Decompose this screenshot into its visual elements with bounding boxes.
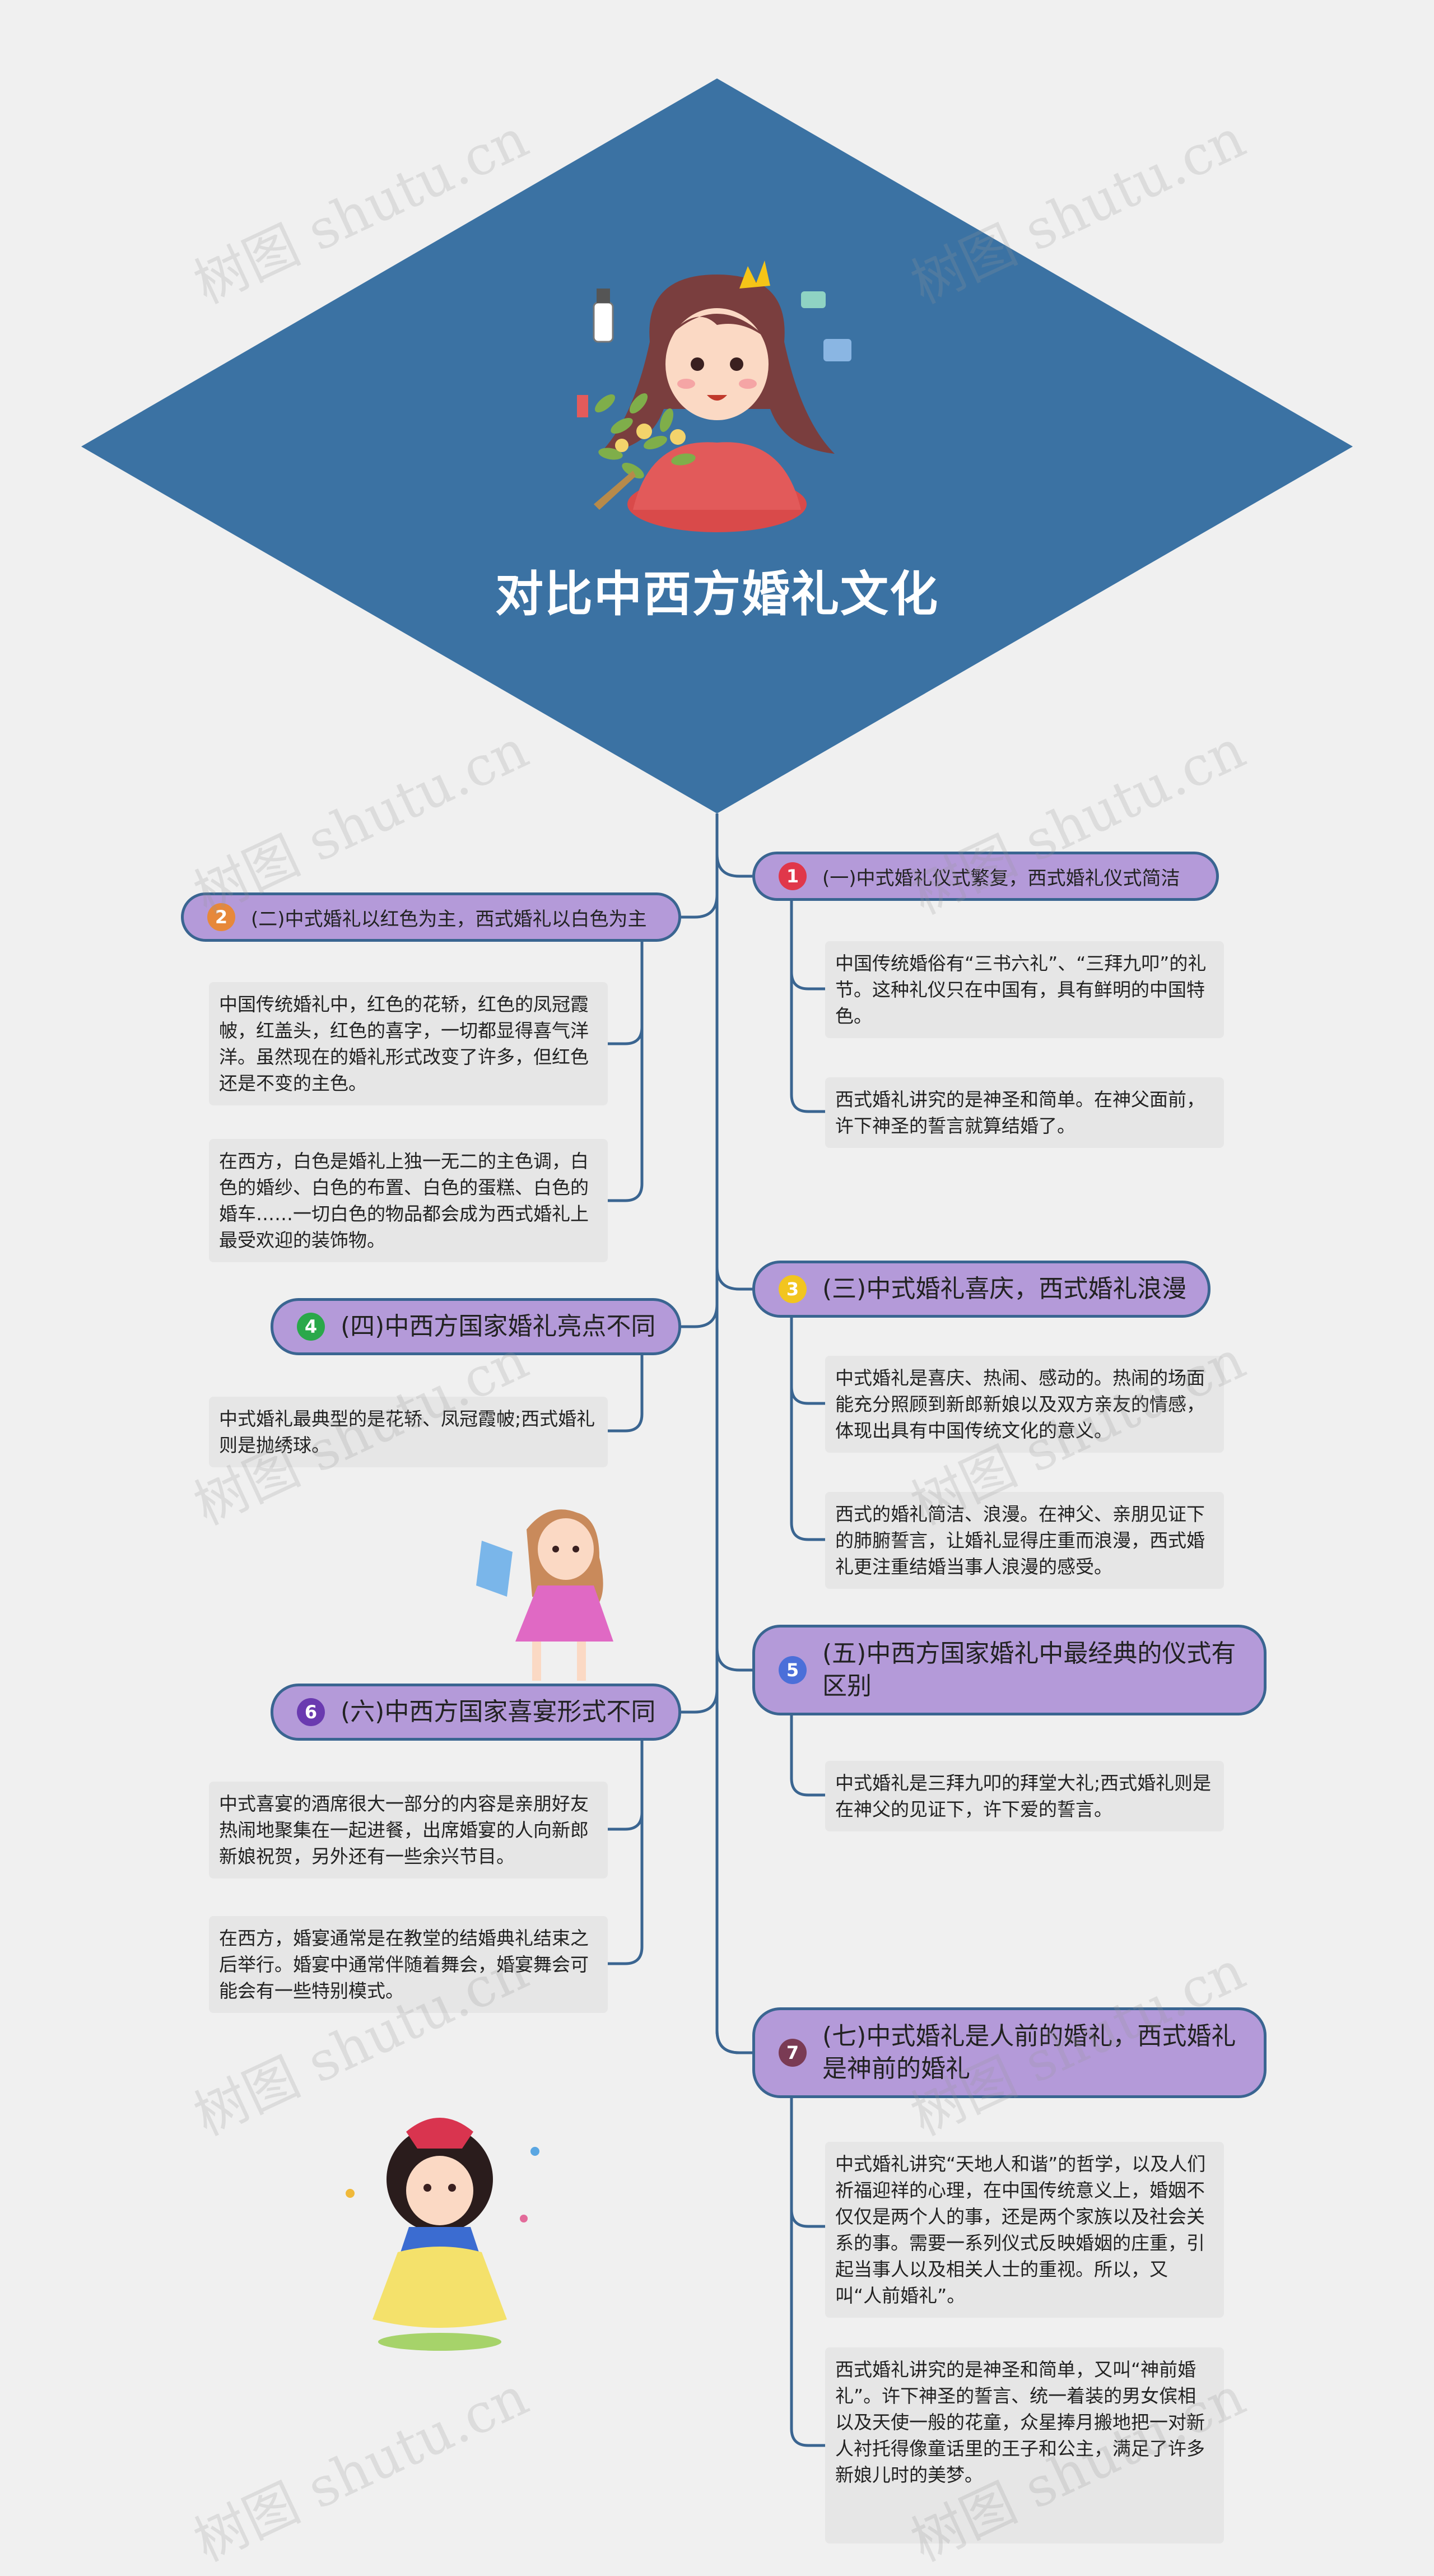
map-title: 对比中西方婚礼文化 [495, 566, 939, 622]
branch-label: (二)中式婚礼以红色为主，西式婚礼以白色为主 [251, 908, 647, 931]
note-card[interactable]: 中式婚礼最典型的是花轿、凤冠霞帔;西式婚礼则是抛绣球。 [209, 1397, 608, 1467]
branch-label: (七)中式婚礼是人前的婚礼，西式婚礼是神前的婚礼 [822, 2022, 1236, 2083]
branch-node-3[interactable]: 3 (三)中式婚礼喜庆，西式婚礼浪漫 [752, 1261, 1210, 1318]
branch-connector [681, 1304, 719, 1328]
note-card[interactable]: 西式婚礼讲究的是神圣和简单。在神父面前，许下神圣的誓言就算结婚了。 [825, 1077, 1224, 1148]
note-card[interactable]: 在西方，白色是婚礼上独一无二的主色调，白色的婚纱、白色的布置、白色的蛋糕、白色的… [209, 1139, 608, 1262]
note-card[interactable]: 在西方，婚宴通常是在教堂的结婚典礼结束之后举行。婚宴中通常伴随着舞会，婚宴舞会可… [209, 1916, 608, 2013]
number-badge-icon: 6 [297, 1698, 325, 1726]
note-connector [608, 942, 644, 1202]
branch-node-1[interactable]: 1 (一)中式婚礼仪式繁复，西式婚礼仪式简洁 [752, 852, 1219, 901]
number-badge-icon: 3 [779, 1275, 807, 1303]
note-connector [790, 901, 825, 1113]
number-badge-icon: 2 [207, 903, 235, 931]
princess-illustration [577, 261, 851, 532]
main-trunk-line [715, 813, 740, 2054]
note-connector [790, 2098, 825, 2447]
note-card[interactable]: 中式喜宴的酒席很大一部分的内容是亲朋好友热闹地聚集在一起进餐，出席婚宴的人向新郎… [209, 1782, 608, 1878]
note-connector [608, 1355, 644, 1433]
note-card[interactable]: 中国传统婚礼中，红色的花轿，红色的凤冠霞帔，红盖头，红色的喜字，一切都显得喜气洋… [209, 982, 608, 1105]
branch-connector [681, 894, 719, 919]
branch-connector [715, 1266, 752, 1291]
number-badge-icon: 7 [779, 2039, 807, 2067]
branch-node-2[interactable]: 2 (二)中式婚礼以红色为主，西式婚礼以白色为主 [181, 892, 681, 942]
note-card[interactable]: 中式婚礼讲究“天地人和谐”的哲学，以及人们祈福迎祥的心理，在中国传统意义上，婚姻… [825, 2142, 1224, 2318]
note-card[interactable]: 中式婚礼是喜庆、热闹、感动的。热闹的场面能充分照顾到新郎新娘以及双方亲友的情感，… [825, 1356, 1224, 1453]
branch-node-6[interactable]: 6 (六)中西方国家喜宴形式不同 [271, 1684, 681, 1741]
branch-node-7[interactable]: 7 (七)中式婚礼是人前的婚礼，西式婚礼是神前的婚礼 [752, 2007, 1267, 2098]
branch-label: (六)中西方国家喜宴形式不同 [341, 1698, 656, 1726]
note-connector [608, 1741, 644, 1965]
note-connector [790, 1715, 825, 1797]
number-badge-icon: 1 [779, 862, 807, 890]
girl-reading-illustration [476, 1509, 613, 1681]
note-card[interactable]: 中国传统婚俗有“三书六礼”、“三拜九叩”的礼节。这种礼仪只在中国有，具有鲜明的中… [825, 941, 1224, 1038]
branch-label: (一)中式婚礼仪式繁复，西式婚礼仪式简洁 [822, 867, 1180, 890]
note-card[interactable]: 西式婚礼讲究的是神圣和简单，又叫“神前婚礼”。许下神圣的誓言、统一着装的男女傧相… [825, 2347, 1224, 2544]
note-connector [608, 942, 644, 1045]
girl-singing-illustration [346, 2118, 539, 2351]
branch-connector [715, 2030, 752, 2054]
note-connector [790, 2098, 825, 2228]
branch-label: (五)中西方国家婚礼中最经典的仪式有区别 [822, 1639, 1236, 1700]
note-card[interactable]: 中式婚礼是三拜九叩的拜堂大礼;西式婚礼则是在神父的见证下，许下爱的誓言。 [825, 1761, 1224, 1831]
note-card[interactable]: 西式的婚礼简洁、浪漫。在神父、亲朋见证下的肺腑誓言，让婚礼显得庄重而浪漫，西式婚… [825, 1492, 1224, 1589]
branch-connector [715, 853, 752, 878]
branch-connector [715, 1647, 752, 1672]
branch-label: (四)中西方国家婚礼亮点不同 [341, 1312, 656, 1341]
number-badge-icon: 5 [779, 1656, 807, 1684]
branch-node-5[interactable]: 5 (五)中西方国家婚礼中最经典的仪式有区别 [752, 1625, 1267, 1715]
branch-label: (三)中式婚礼喜庆，西式婚礼浪漫 [822, 1275, 1187, 1303]
note-connector [790, 901, 825, 991]
note-connector [790, 1318, 825, 1405]
number-badge-icon: 4 [297, 1313, 325, 1341]
branch-connector [681, 1689, 719, 1714]
note-connector [608, 1741, 644, 1831]
note-connector [790, 1318, 825, 1541]
branch-node-4[interactable]: 4 (四)中西方国家婚礼亮点不同 [271, 1298, 681, 1355]
